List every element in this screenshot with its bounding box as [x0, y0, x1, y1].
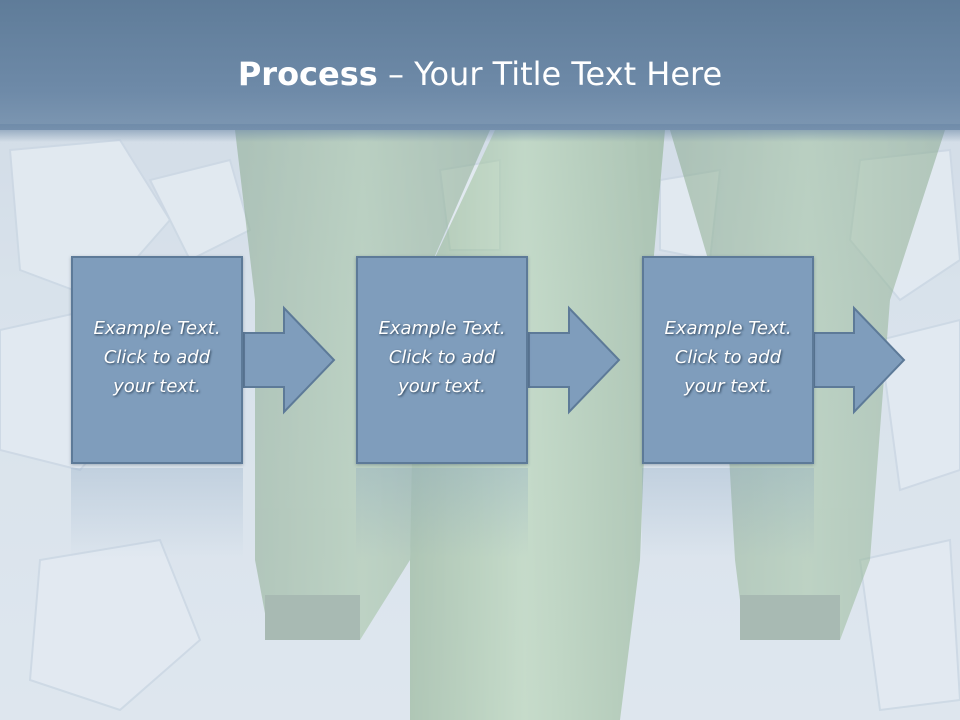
step-3-text: Example Text. Click to add your text.	[664, 318, 792, 397]
slide-title[interactable]: Process – Your Title Text Here	[0, 52, 960, 96]
title-bar	[0, 0, 960, 130]
step-1-box[interactable]: Example Text. Click to add your text.	[71, 256, 243, 464]
step-3-arrow-icon[interactable]	[813, 305, 906, 416]
step-1-text: Example Text. Click to add your text.	[93, 318, 221, 397]
step-2-box[interactable]: Example Text. Click to add your text.	[356, 256, 528, 464]
step-1-arrow-icon[interactable]	[243, 305, 336, 416]
title-bar-fade	[0, 124, 960, 142]
step-3-box[interactable]: Example Text. Click to add your text.	[642, 256, 814, 464]
step-2-text: Example Text. Click to add your text.	[378, 318, 506, 397]
title-bold-part: Process	[237, 55, 378, 93]
step-2-reflection	[356, 468, 528, 558]
step-2-arrow-icon[interactable]	[528, 305, 621, 416]
step-1-reflection	[71, 468, 243, 558]
title-text-part: – Your Title Text Here	[377, 55, 723, 93]
step-3-reflection	[642, 468, 814, 558]
